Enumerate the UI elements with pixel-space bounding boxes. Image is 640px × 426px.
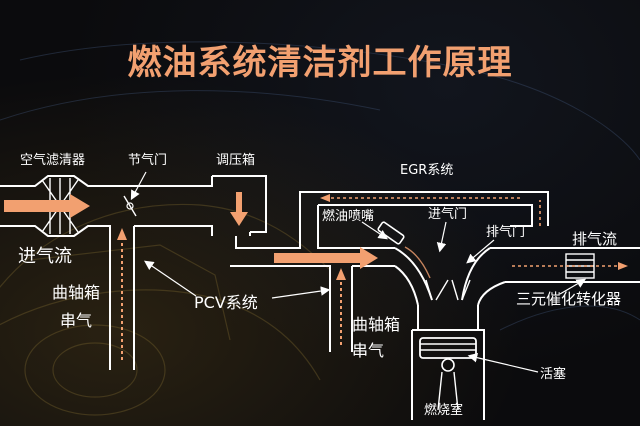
pressure-box-arrow (230, 192, 248, 226)
label-catalytic-converter: 三元催化转化器 (516, 290, 621, 308)
label-crankcase-mid-1: 曲轴箱 (352, 315, 400, 334)
label-intake-valve: 进气门 (428, 206, 467, 222)
label-crankcase-left-1: 曲轴箱 (52, 283, 100, 302)
label-crankcase-mid-2: 串气 (352, 341, 384, 360)
engine-cylinder (394, 247, 506, 420)
label-pressure-box: 调压箱 (216, 152, 255, 168)
label-throttle: 节气门 (128, 152, 167, 168)
label-egr-system: EGR系统 (400, 163, 453, 178)
manifold-flow-arrow (274, 247, 378, 269)
throttle-valve (123, 195, 137, 217)
fuel-injector (377, 221, 431, 279)
label-pcv-system: PCV系统 (194, 293, 258, 312)
label-exhaust-flow: 排气流 (572, 230, 617, 248)
intake-flow-arrow (4, 194, 90, 218)
leader-lines (130, 171, 587, 373)
page-title: 燃油系统清洁剂工作原理 (128, 43, 513, 83)
label-air-filter: 空气滤清器 (20, 152, 85, 168)
intake-piping (0, 175, 640, 370)
car-silhouette-decoration (0, 41, 640, 416)
label-fuel-injector: 燃油喷嘴 (322, 208, 374, 224)
label-piston: 活塞 (540, 366, 566, 382)
label-crankcase-left-2: 串气 (60, 311, 92, 330)
flow-arrows (4, 192, 628, 360)
label-intake-flow: 进气流 (18, 246, 72, 267)
label-combustion-chamber: 燃烧室 (424, 402, 463, 418)
label-exhaust-valve: 排气门 (486, 224, 525, 240)
